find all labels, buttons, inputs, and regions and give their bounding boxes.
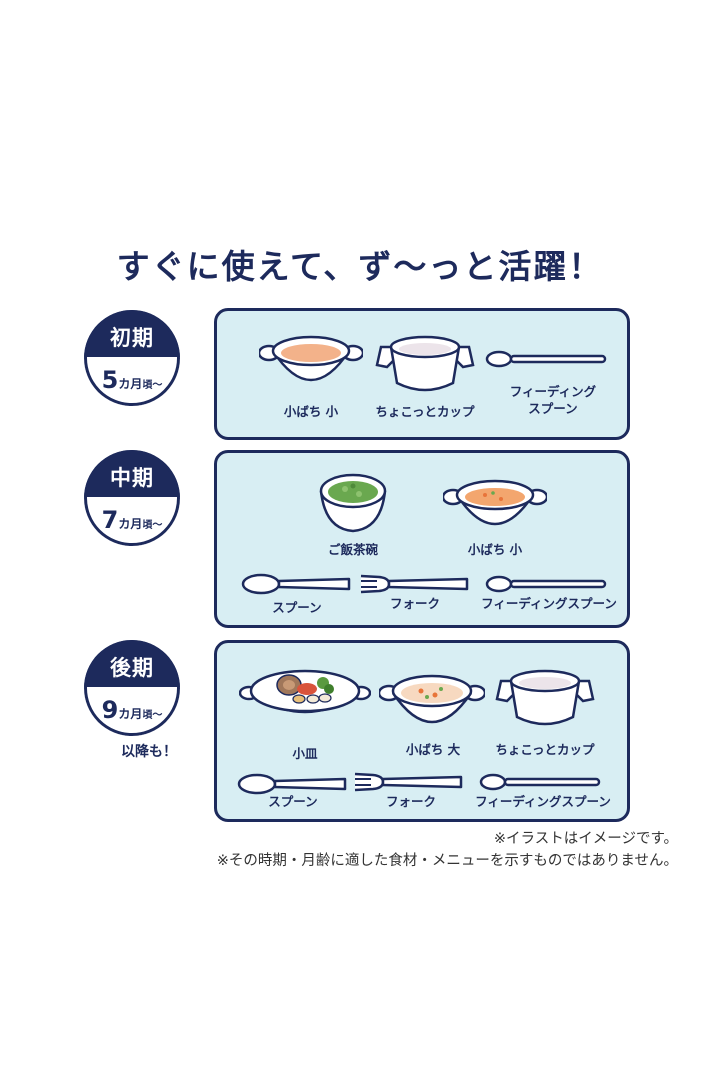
feeding-spoon-icon (479, 773, 601, 791)
feeding-spoon-icon (485, 350, 607, 368)
item-label: ちょこっとカップ (375, 404, 475, 419)
item-label: ちょこっとカップ (495, 742, 595, 757)
stage-badge-early: 初期 5カ月頃〜 (84, 310, 180, 406)
item-label: フィーディングスプーン (475, 794, 611, 809)
footnote: ※イラストはイメージです。 (493, 831, 678, 847)
feeding-spoon-icon (485, 575, 607, 593)
stage-panel-middle: ご飯茶碗 小ばち 小 スプーン フォーク フィーディングスプーン (214, 450, 630, 628)
cup-icon (375, 335, 475, 392)
item-label: フィーディングスプーン (481, 596, 617, 611)
spoon-icon (241, 573, 351, 595)
item-label: スプーン (272, 600, 322, 615)
footnotes: ※イラストはイメージです。 ※その時期・月齢に適した食材・メニューを示すものでは… (217, 828, 678, 872)
rice-bowl-icon (319, 473, 387, 533)
fork-icon (354, 772, 463, 792)
item-label: フォーク (389, 596, 440, 611)
stage-badge-late: 後期 9カ月頃〜 (84, 640, 180, 736)
stage-panel-early: 小ばち 小 ちょこっとカップ フィーディング スプーン (214, 308, 630, 440)
stage-badge-middle: 中期 7カ月頃〜 (84, 450, 180, 546)
item-label: 小ばち 小 (467, 542, 523, 557)
page-title: すぐに使えて、ず〜っと活躍！ (116, 247, 604, 286)
small-bowl-icon (259, 335, 363, 382)
item-label: フォーク (385, 794, 436, 809)
fork-icon (360, 574, 469, 594)
item-label: 小ばち 大 (405, 742, 461, 757)
small-bowl-icon (443, 479, 547, 526)
item-label: スプーン (268, 794, 318, 809)
small-plate-icon (239, 669, 371, 714)
stage-panel-late: 小皿 小ばち 大 ちょこっとカップ スプーン フォーク フィーディングスプーン (214, 640, 630, 822)
stage-extra-note: 以降も！ (121, 744, 177, 760)
item-label: フィーディング スプーン (509, 384, 597, 416)
item-label: ご飯茶碗 (327, 542, 378, 557)
footnote: ※その時期・月齢に適した食材・メニューを示すものではありません。 (216, 853, 678, 869)
large-bowl-icon (379, 674, 485, 724)
cup-icon (495, 669, 595, 726)
item-label: 小皿 (292, 746, 318, 761)
spoon-icon (237, 773, 347, 795)
item-label: 小ばち 小 (283, 404, 339, 419)
